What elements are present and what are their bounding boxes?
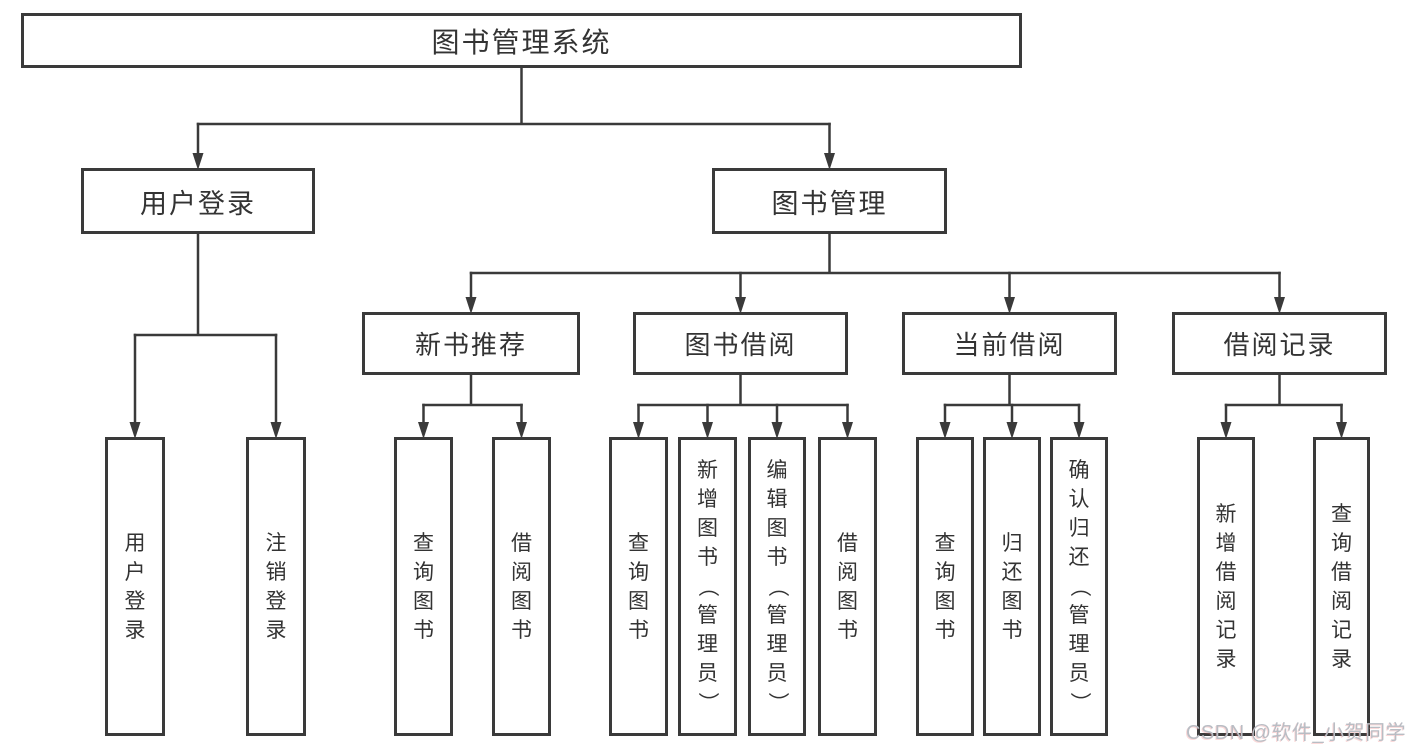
node-user-login: 用户登录 xyxy=(81,168,315,234)
node-book-borrowing: 图书借阅 xyxy=(633,312,848,375)
node-label: 用户登录 xyxy=(124,531,146,642)
node-query-books-2: 查询图书 xyxy=(609,437,668,736)
node-label: 图书管理 xyxy=(771,188,888,219)
node-add-books-admin: 新增图书（管理员） xyxy=(678,437,737,736)
node-label: 编辑图书（管理员） xyxy=(765,459,789,713)
node-label: 确认归还（管理员） xyxy=(1067,459,1091,713)
node-add-borrow-record: 新增借阅记录 xyxy=(1197,437,1255,736)
node-query-borrow-record: 查询借阅记录 xyxy=(1313,437,1370,736)
node-label: 新书推荐 xyxy=(414,330,527,360)
node-label: 查询借阅记录 xyxy=(1331,502,1352,671)
node-current-borrowing: 当前借阅 xyxy=(902,312,1117,375)
node-label: 借阅图书 xyxy=(511,531,532,642)
node-label: 图书借阅 xyxy=(684,330,797,360)
node-label: 借阅图书 xyxy=(837,531,858,642)
node-root: 图书管理系统 xyxy=(21,13,1022,68)
watermark: CSDN @软件_小贺同学 xyxy=(1186,722,1405,744)
node-label: 查询图书 xyxy=(934,531,956,642)
node-label: 新增借阅记录 xyxy=(1215,502,1237,671)
node-user-login-leaf: 用户登录 xyxy=(105,437,165,736)
node-confirm-return-admin: 确认归还（管理员） xyxy=(1050,437,1108,736)
node-logout: 注销登录 xyxy=(246,437,306,736)
node-borrow-books-1: 借阅图书 xyxy=(492,437,551,736)
node-book-management: 图书管理 xyxy=(712,168,947,234)
node-label: 用户登录 xyxy=(140,188,256,219)
node-label: 新增图书（管理员） xyxy=(696,459,719,713)
node-label: 查询图书 xyxy=(628,531,649,642)
node-label: 归还图书 xyxy=(1001,531,1023,642)
node-label: 当前借阅 xyxy=(953,330,1066,360)
node-label: 图书管理系统 xyxy=(431,26,612,58)
node-label: 借阅记录 xyxy=(1223,330,1336,360)
node-query-books-3: 查询图书 xyxy=(916,437,974,736)
node-edit-books-admin: 编辑图书（管理员） xyxy=(748,437,806,736)
node-borrowing-records: 借阅记录 xyxy=(1172,312,1387,375)
node-label: 注销登录 xyxy=(265,531,287,642)
node-return-books: 归还图书 xyxy=(983,437,1041,736)
node-query-books-1: 查询图书 xyxy=(394,437,453,736)
node-label: 查询图书 xyxy=(413,531,434,642)
node-new-book-recommend: 新书推荐 xyxy=(362,312,580,375)
node-borrow-books-2: 借阅图书 xyxy=(818,437,877,736)
